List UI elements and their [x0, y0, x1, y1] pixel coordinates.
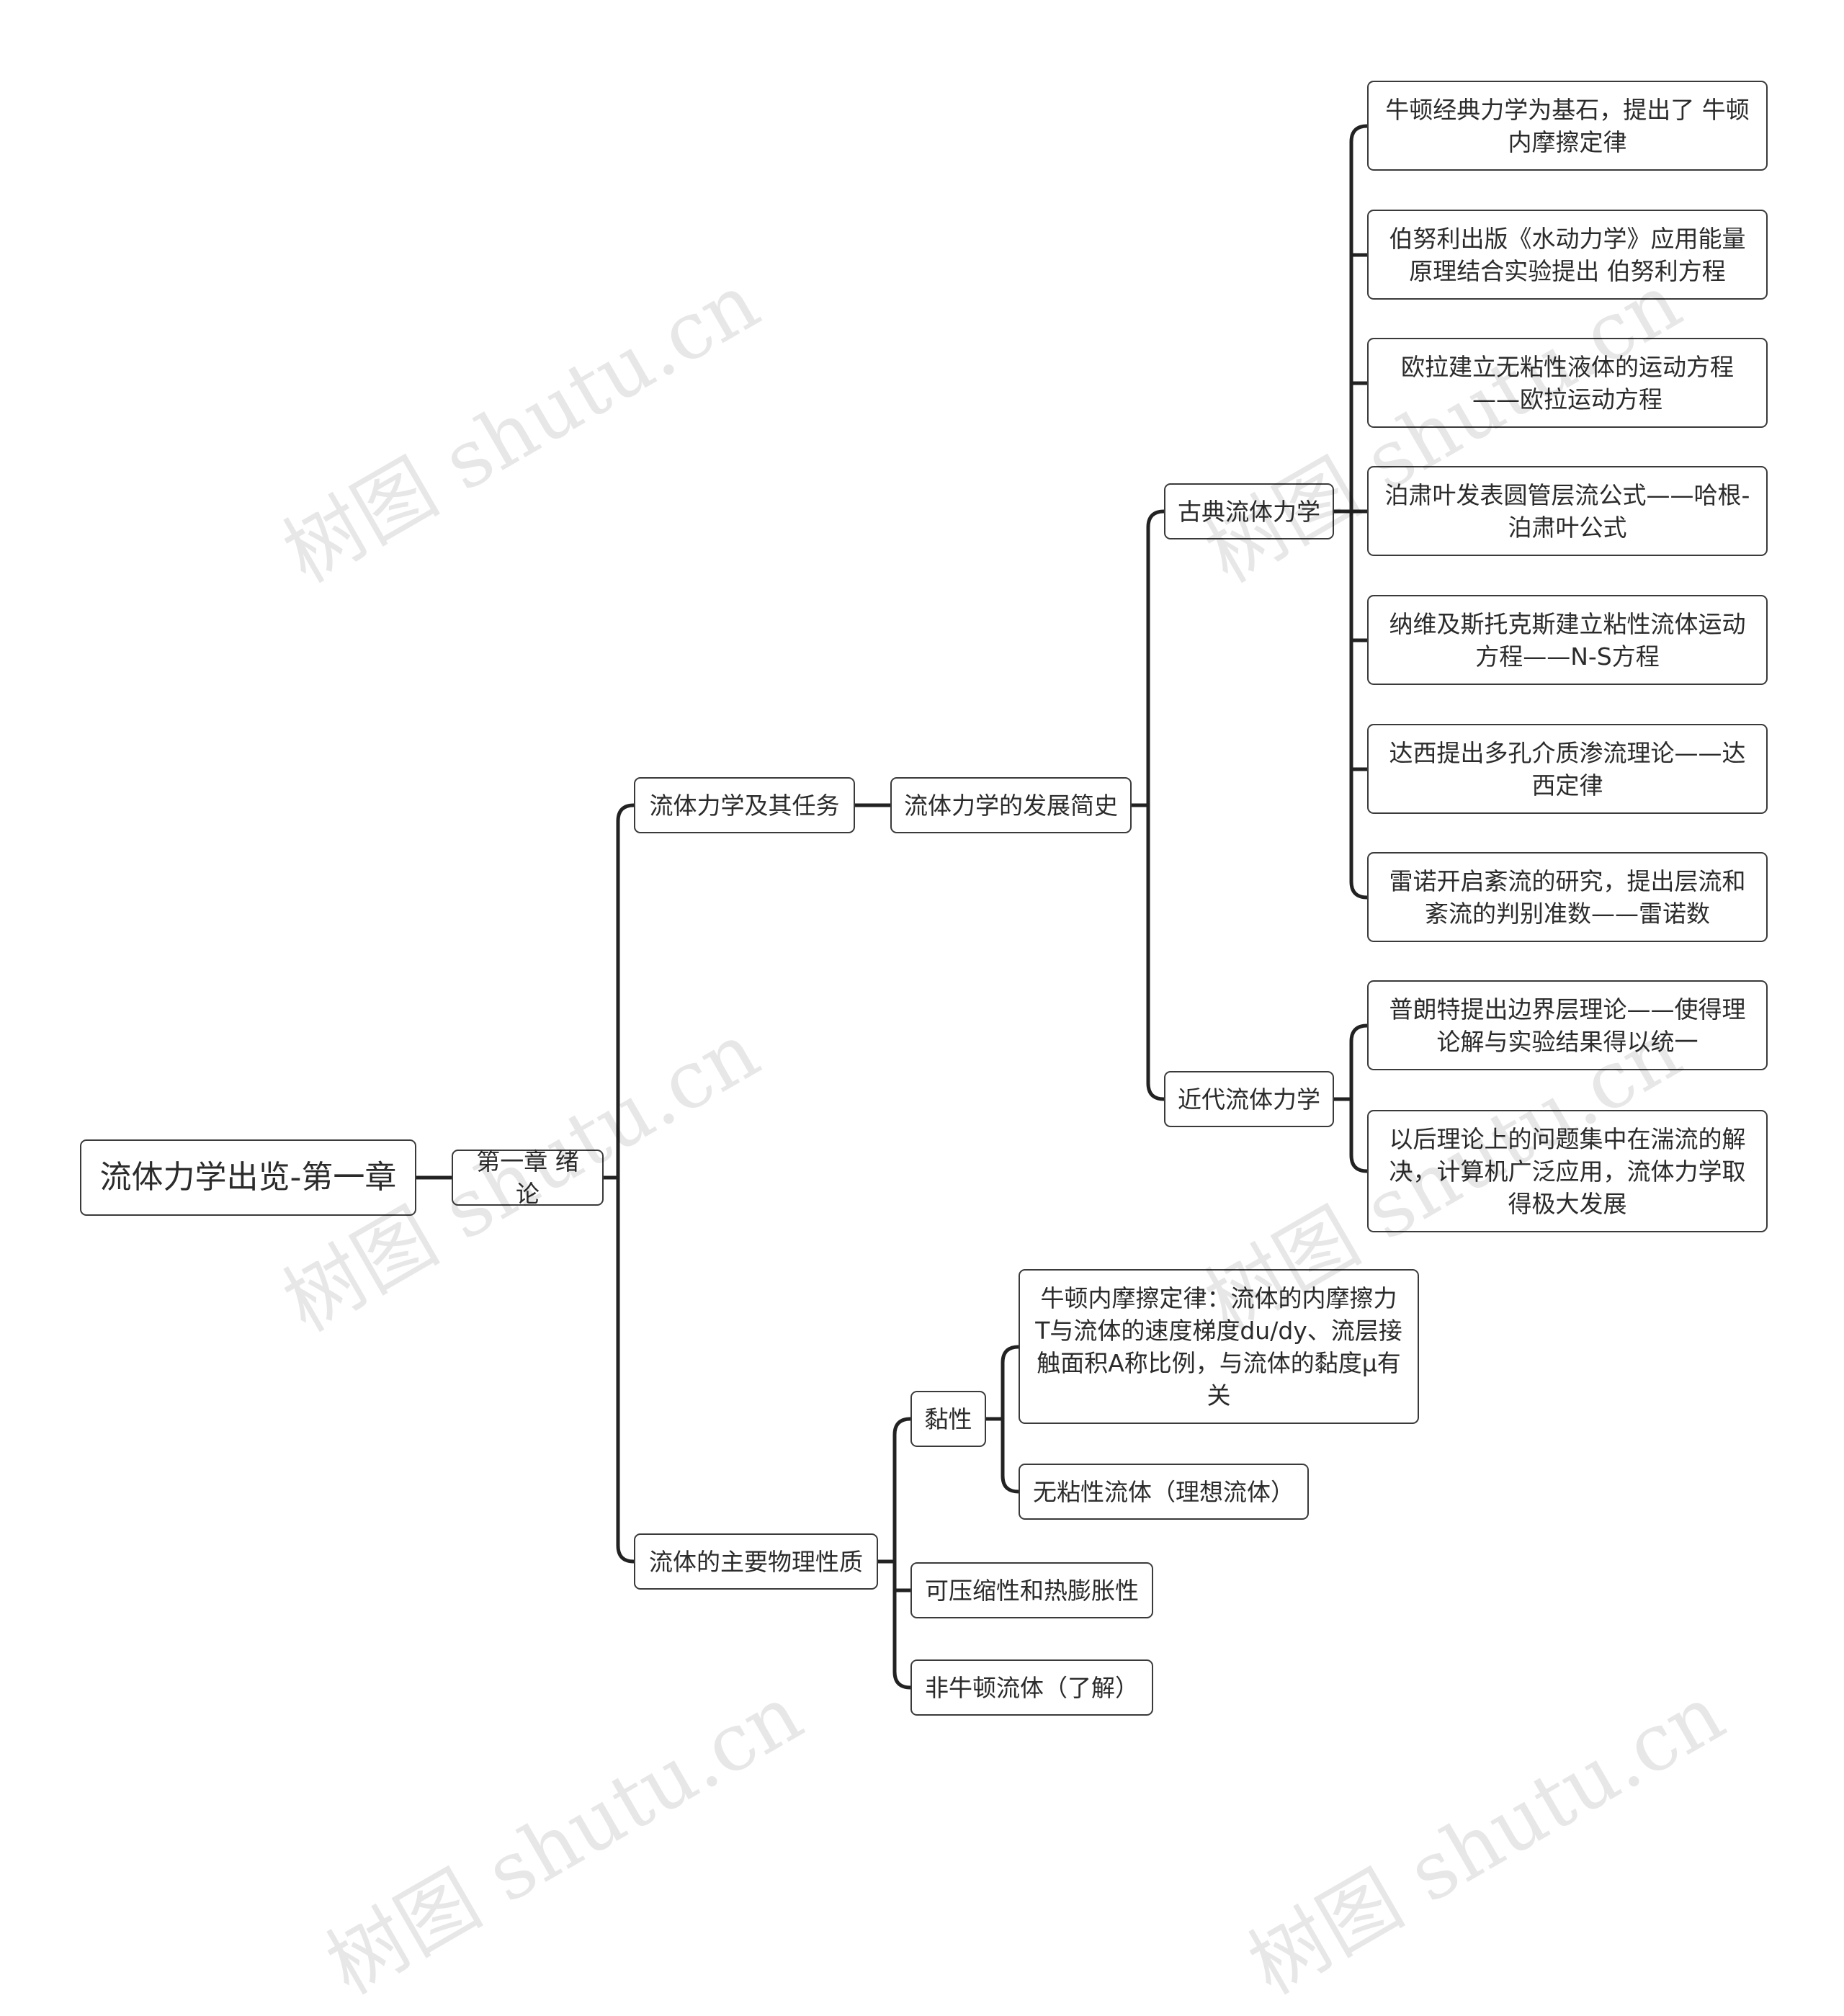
chapter-node[interactable]: 第一章 绪论 — [452, 1147, 604, 1208]
modern-item-text: 普朗特提出边界层理论——使得理论解与实验结果得以统一 — [1389, 995, 1746, 1056]
history-node[interactable]: 流体力学的发展简史 — [890, 777, 1132, 833]
properties-label: 流体的主要物理性质 — [649, 1547, 863, 1576]
classical-item-text: 欧拉建立无粘性液体的运动方程——欧拉运动方程 — [1401, 352, 1734, 413]
modern-item-text: 以后理论上的问题集中在湍流的解决，计算机广泛应用，流体力学取得极大发展 — [1389, 1124, 1746, 1218]
non-newtonian-node[interactable]: 非牛顿流体（了解） — [910, 1659, 1153, 1716]
classical-item-text: 伯努利出版《水动力学》应用能量原理结合实验提出 伯努利方程 — [1389, 224, 1746, 285]
modern-node[interactable]: 近代流体力学 — [1164, 1071, 1334, 1127]
viscosity-item-text: 无粘性流体（理想流体） — [1033, 1477, 1294, 1506]
classical-item-euler[interactable]: 欧拉建立无粘性液体的运动方程——欧拉运动方程 — [1367, 338, 1768, 428]
classical-item-text: 雷诺开启紊流的研究，提出层流和紊流的判别准数——雷诺数 — [1389, 866, 1746, 928]
connector-lines — [414, 124, 1369, 1690]
connector — [616, 803, 636, 1564]
connector — [892, 1417, 913, 1690]
classical-item-navier-stokes[interactable]: 纳维及斯托克斯建立粘性流体运动方程——N-S方程 — [1367, 595, 1768, 685]
root-node[interactable]: 流体力学出览-第一章 — [80, 1139, 416, 1216]
compressibility-label: 可压缩性和热膨胀性 — [925, 1576, 1139, 1605]
classical-item-text: 达西提出多孔介质渗流理论——达西定律 — [1389, 738, 1746, 799]
classical-item-text: 泊肃叶发表圆管层流公式——哈根-泊肃叶公式 — [1384, 480, 1750, 542]
properties-node[interactable]: 流体的主要物理性质 — [634, 1533, 878, 1590]
classical-item-newton[interactable]: 牛顿经典力学为基石，提出了 牛顿内摩擦定律 — [1367, 81, 1768, 171]
viscosity-item-text: 牛顿内摩擦定律：流体的内摩擦力T与流体的速度梯度du/dy、流层接触面积A称比例… — [1035, 1283, 1402, 1410]
classical-item-reynolds[interactable]: 雷诺开启紊流的研究，提出层流和紊流的判别准数——雷诺数 — [1367, 852, 1768, 942]
classical-item-poiseuille[interactable]: 泊肃叶发表圆管层流公式——哈根-泊肃叶公式 — [1367, 466, 1768, 556]
non-newtonian-label: 非牛顿流体（了解） — [925, 1673, 1139, 1702]
viscosity-label: 黏性 — [924, 1405, 972, 1433]
connector — [1146, 509, 1166, 1101]
modern-item-prandtl[interactable]: 普朗特提出边界层理论——使得理论解与实验结果得以统一 — [1367, 980, 1768, 1070]
connector — [1001, 1345, 1021, 1494]
viscosity-node[interactable]: 黏性 — [910, 1391, 986, 1447]
task-label: 流体力学及其任务 — [649, 791, 840, 820]
modern-label: 近代流体力学 — [1178, 1085, 1320, 1114]
viscosity-item-ideal-fluid[interactable]: 无粘性流体（理想流体） — [1019, 1464, 1309, 1520]
root-label: 流体力学出览-第一章 — [99, 1159, 397, 1196]
mind-map: 流体力学出览-第一章 第一章 绪论 流体力学及其任务 流体力学的发展简史 古典流… — [80, 81, 1768, 2012]
history-label: 流体力学的发展简史 — [904, 791, 1118, 820]
compressibility-node[interactable]: 可压缩性和热膨胀性 — [910, 1562, 1153, 1618]
classical-item-darcy[interactable]: 达西提出多孔介质渗流理论——达西定律 — [1367, 724, 1768, 814]
classical-item-text: 纳维及斯托克斯建立粘性流体运动方程——N-S方程 — [1389, 609, 1746, 671]
chapter-label: 第一章 绪论 — [476, 1147, 579, 1208]
task-node[interactable]: 流体力学及其任务 — [634, 777, 855, 833]
classical-item-bernoulli[interactable]: 伯努利出版《水动力学》应用能量原理结合实验提出 伯努利方程 — [1367, 210, 1768, 300]
viscosity-item-newton-law[interactable]: 牛顿内摩擦定律：流体的内摩擦力T与流体的速度梯度du/dy、流层接触面积A称比例… — [1019, 1269, 1419, 1424]
classical-label: 古典流体力学 — [1178, 497, 1320, 526]
classical-item-text: 牛顿经典力学为基石，提出了 牛顿内摩擦定律 — [1385, 95, 1750, 156]
classical-node[interactable]: 古典流体力学 — [1164, 483, 1334, 539]
modern-item-turbulence[interactable]: 以后理论上的问题集中在湍流的解决，计算机广泛应用，流体力学取得极大发展 — [1367, 1110, 1768, 1232]
connector — [1349, 1023, 1369, 1173]
